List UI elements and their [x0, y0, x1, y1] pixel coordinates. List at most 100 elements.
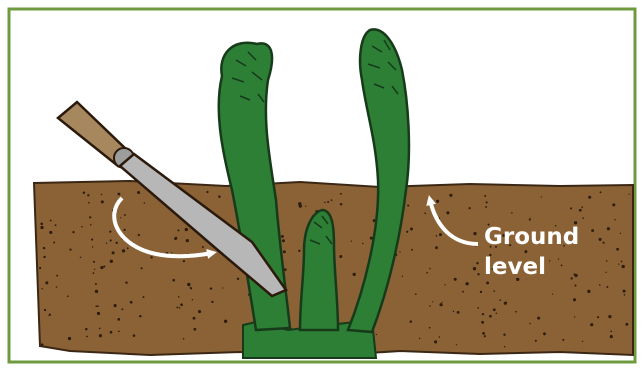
soil-speck [90, 224, 92, 226]
soil-speck [101, 200, 104, 203]
soil-speck [616, 248, 619, 251]
soil-speck [493, 290, 495, 292]
soil-speck [56, 286, 58, 288]
soil-speck [582, 217, 584, 219]
soil-speck [67, 295, 69, 297]
soil-speck [482, 332, 485, 335]
soil-speck [426, 272, 428, 274]
soil-speck [43, 247, 45, 249]
soil-speck [480, 291, 482, 293]
soil-speck [429, 327, 431, 329]
soil-speck [99, 327, 101, 329]
soil-speck [179, 307, 181, 309]
soil-speck [298, 250, 300, 252]
soil-speck [434, 340, 437, 343]
soil-speck [141, 267, 143, 269]
soil-speck [88, 202, 90, 204]
soil-speck [130, 301, 133, 304]
soil-speck [482, 313, 484, 315]
soil-speck [582, 341, 583, 342]
soil-speck [511, 212, 512, 213]
soil-speck [486, 201, 488, 203]
soil-speck [469, 207, 471, 209]
soil-speck [424, 212, 426, 214]
soil-speck [612, 203, 615, 206]
soil-speck [499, 299, 501, 301]
soil-speck [324, 202, 325, 203]
soil-speck [429, 305, 430, 306]
soil-speck [402, 276, 403, 277]
soil-speck [127, 247, 129, 249]
soil-speck [122, 249, 125, 252]
soil-speck [606, 286, 608, 288]
soil-speck [198, 310, 201, 313]
soil-speck [110, 239, 112, 241]
soil-speck [610, 335, 613, 338]
soil-speck [174, 238, 176, 240]
soil-speck [114, 304, 117, 307]
soil-speck [331, 199, 333, 201]
soil-speck [283, 250, 286, 253]
soil-speck [95, 306, 97, 308]
soil-speck [55, 224, 57, 226]
soil-speck [87, 194, 89, 196]
soil-speck [89, 216, 91, 218]
soil-speck [625, 323, 628, 326]
soil-speck [441, 302, 442, 303]
soil-speck [415, 293, 417, 295]
soil-speck [43, 256, 45, 258]
soil-speck [327, 201, 329, 203]
soil-speck [444, 284, 445, 285]
soil-speck [93, 272, 95, 274]
soil-speck [476, 262, 478, 264]
soil-speck [92, 246, 93, 247]
soil-speck [69, 248, 71, 250]
soil-speck [406, 231, 408, 233]
soil-speck [477, 273, 479, 275]
soil-speck [351, 240, 352, 241]
soil-speck [178, 296, 180, 298]
soil-speck [139, 315, 141, 317]
soil-speck [180, 303, 183, 306]
soil-speck [543, 332, 546, 335]
soil-speck [83, 192, 85, 194]
soil-speck [103, 266, 105, 268]
soil-speck [600, 191, 602, 193]
soil-speck [143, 296, 145, 298]
soil-speck [574, 284, 576, 286]
soil-speck [504, 346, 505, 347]
soil-speck [138, 234, 140, 236]
soil-speck [282, 239, 285, 242]
soil-speck [446, 211, 449, 214]
soil-speck [614, 219, 615, 220]
soil-speck [340, 203, 343, 206]
soil-speck [95, 290, 98, 293]
soil-speck [100, 266, 103, 269]
ground-level-label-line2: level [484, 252, 614, 282]
soil-speck [608, 315, 611, 318]
soil-speck [623, 290, 626, 293]
soil-speck [622, 265, 625, 268]
soil-speck [56, 275, 58, 277]
soil-speck [454, 278, 457, 281]
soil-speck [94, 269, 95, 270]
soil-speck [177, 229, 179, 231]
soil-speck [579, 209, 582, 212]
soil-speck [376, 334, 377, 335]
soil-speck [222, 287, 223, 288]
soil-speck [456, 344, 457, 345]
soil-speck [535, 340, 537, 342]
soil-speck [124, 214, 126, 216]
soil-speck [353, 273, 356, 276]
soil-speck [541, 196, 542, 197]
soil-speck [121, 308, 123, 310]
soil-speck [432, 301, 433, 302]
soil-speck [624, 294, 626, 296]
soil-speck [439, 303, 442, 306]
soil-speck [40, 226, 43, 229]
soil-speck [618, 263, 619, 264]
soil-speck [439, 233, 442, 236]
soil-speck [435, 246, 438, 249]
soil-speck [137, 191, 140, 194]
